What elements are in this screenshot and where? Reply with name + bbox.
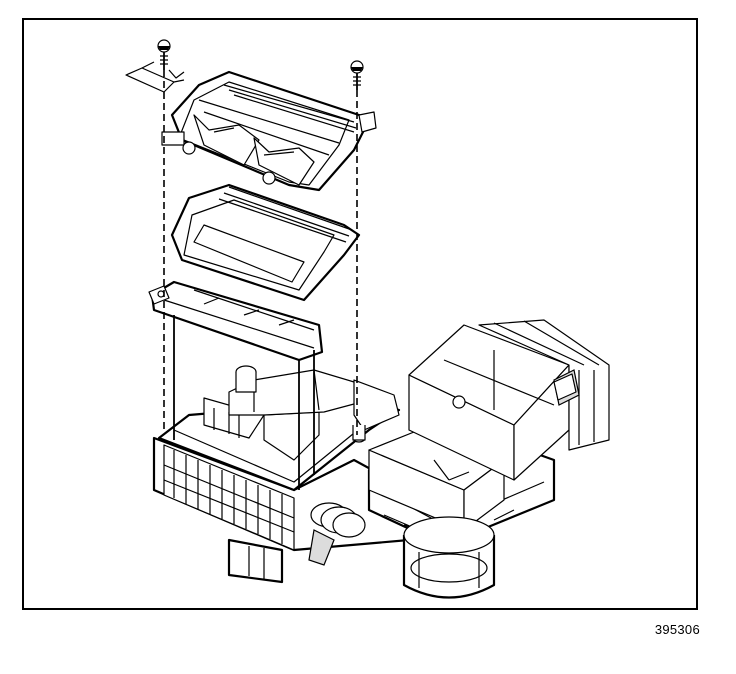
blower-motor	[402, 516, 496, 599]
screw-right	[350, 60, 364, 90]
assembly-lines	[163, 70, 358, 490]
upper-cover	[125, 61, 377, 192]
screw-left	[157, 39, 171, 70]
filter-frame	[170, 183, 361, 302]
hvac-module-housing	[152, 365, 411, 584]
hvac-module-exploded-diagram	[125, 39, 610, 599]
corrugated-hose	[308, 502, 366, 566]
figure-number: 395306	[654, 622, 700, 637]
blower-case	[367, 319, 610, 599]
illustration-frame	[22, 18, 698, 610]
